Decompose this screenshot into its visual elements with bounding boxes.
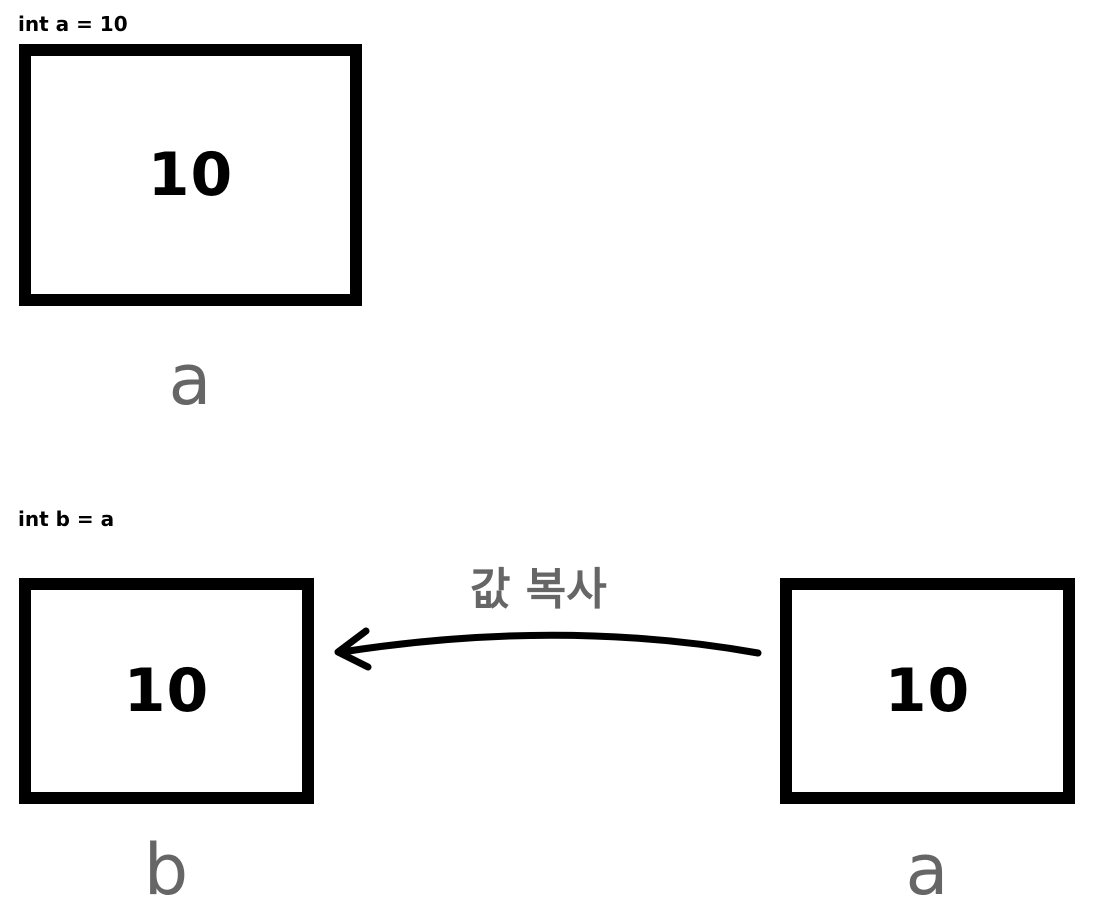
- copy-arrow-shaft: [338, 631, 762, 657]
- variable-box-b: 10: [19, 578, 314, 804]
- var-name-a-bottom: a: [905, 829, 949, 911]
- var-name-b: b: [143, 829, 189, 911]
- box-value-a-top: 10: [147, 140, 234, 210]
- box-value-b: 10: [123, 656, 210, 726]
- code-int-b: int b = a: [18, 507, 115, 531]
- copy-arrow-head: [334, 627, 372, 671]
- variable-box-a-bottom: 10: [780, 578, 1075, 804]
- var-name-a-top: a: [168, 339, 212, 421]
- code-int-a: int a = 10: [18, 12, 128, 36]
- box-value-a-bottom: 10: [884, 656, 971, 726]
- variable-box-a-top: 10: [19, 44, 362, 306]
- value-copy-label: 값 복사: [470, 564, 607, 615]
